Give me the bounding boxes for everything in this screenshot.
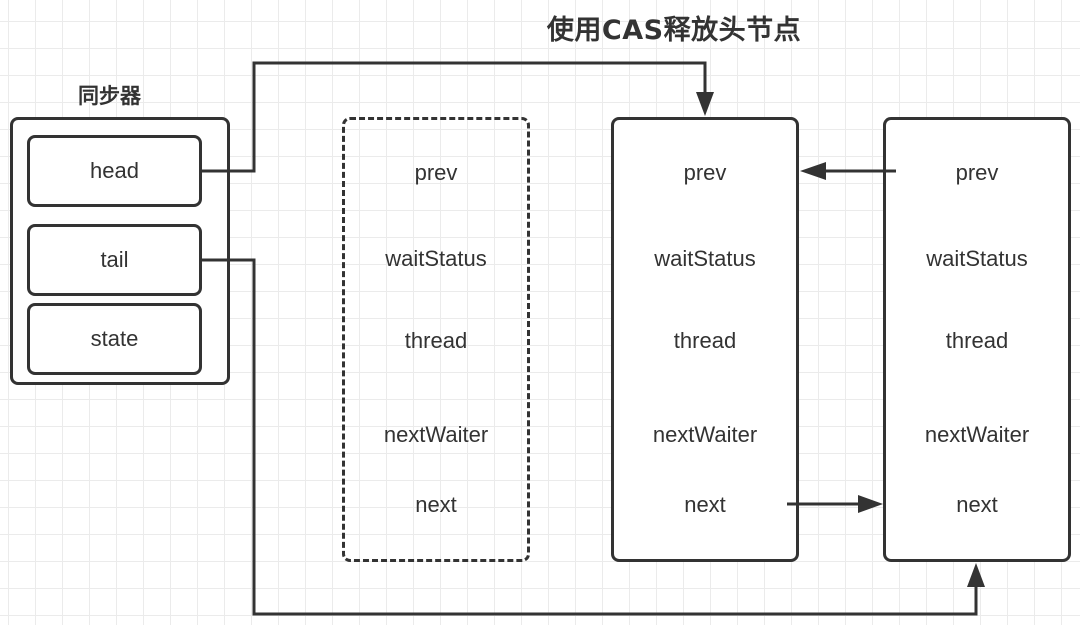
arrowhead-right-icon <box>858 495 883 513</box>
node-field-next: next <box>684 492 726 517</box>
synchronizer-field-state: state <box>27 303 202 375</box>
node-field-nextwaiter: nextWaiter <box>924 422 1030 447</box>
field-label: head <box>90 158 139 183</box>
arrowhead-left-icon <box>800 162 826 180</box>
node-field-thread: thread <box>945 328 1009 353</box>
node-field-waitstatus: waitStatus <box>654 246 756 271</box>
arrowhead-up-icon <box>967 563 985 587</box>
arrowhead-down-icon <box>696 92 714 116</box>
field-label: tail <box>100 247 129 272</box>
node-field-next: next <box>956 492 998 517</box>
node-field-thread: thread <box>404 328 468 353</box>
node-field-nextwaiter: nextWaiter <box>652 422 758 447</box>
node-field-prev: prev <box>414 160 458 185</box>
synchronizer-field-head: head <box>27 135 202 207</box>
diagram-title: 使用CAS释放头节点 <box>546 15 802 46</box>
field-label: state <box>90 326 139 351</box>
node-field-waitstatus: waitStatus <box>385 246 487 271</box>
node-field-waitstatus: waitStatus <box>926 246 1028 271</box>
node-field-nextwaiter: nextWaiter <box>383 422 489 447</box>
synchronizer-field-tail: tail <box>27 224 202 296</box>
node-field-thread: thread <box>673 328 737 353</box>
new-head-node: prev waitStatus thread nextWaiter next <box>611 117 799 562</box>
released-node: prev waitStatus thread nextWaiter next <box>342 117 530 562</box>
edge-tail-to-node <box>202 258 978 616</box>
node-field-prev: prev <box>955 160 999 185</box>
node-field-prev: prev <box>683 160 727 185</box>
synchronizer-label: 同步器 <box>78 84 141 108</box>
node-field-next: next <box>415 492 457 517</box>
tail-node: prev waitStatus thread nextWaiter next <box>883 117 1071 562</box>
